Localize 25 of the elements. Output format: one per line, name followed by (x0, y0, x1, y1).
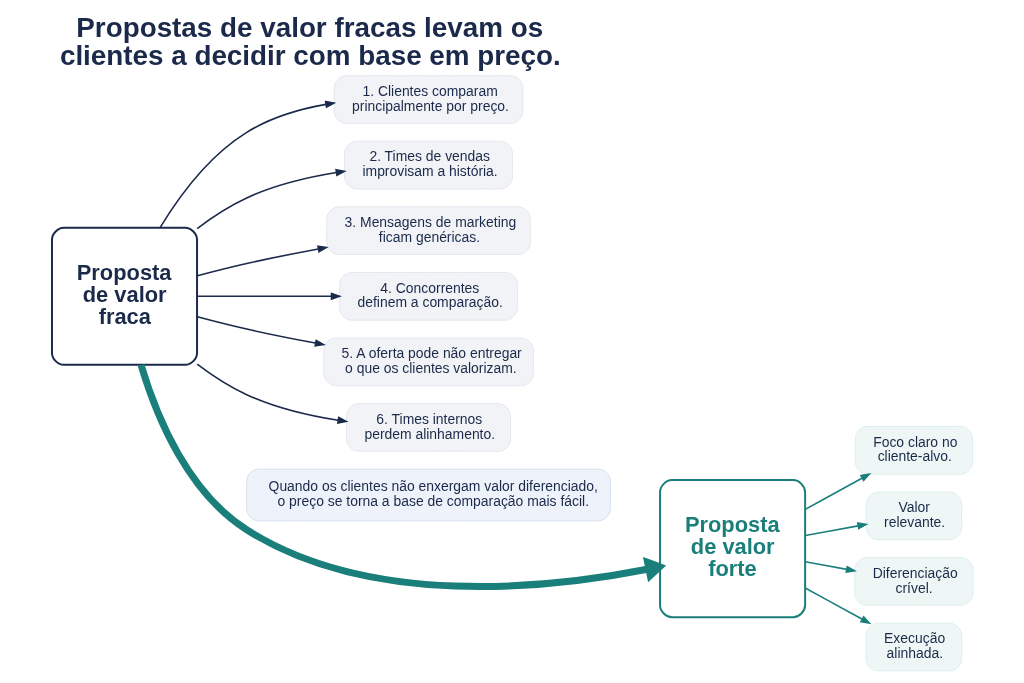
diagram-title: Propostas de valor fracas levam os clientes a decidir com base em preço. (59, 12, 561, 72)
node-box: 6. Times internos perdem alinhamento. (345, 403, 511, 452)
node-box: 4. Concorrentes definem a comparação. (338, 271, 518, 321)
arrow (803, 587, 871, 625)
arrow (195, 292, 342, 301)
arrow (803, 473, 871, 511)
node-box: Diferenciação crível. (853, 557, 974, 606)
arrow (196, 316, 326, 347)
node-box: 3. Mensagens de marketing ficam genéricas. (325, 206, 531, 256)
arrow (195, 363, 349, 425)
arrow (803, 560, 857, 574)
node-box: Proposta de valor fraca (50, 226, 198, 366)
node-box: Quando os clientes não enxergam valor diferenciado, o preço se torna a base de comparação mais fácil. (245, 468, 611, 522)
arrow (803, 522, 868, 537)
arrow (137, 363, 666, 590)
arrow (158, 100, 336, 229)
node-box: 1. Clientes comparam principalmente por preço. (333, 75, 523, 124)
node-box: 2. Times de vendas improvisam a história. (343, 140, 513, 190)
node-box: Execução alinhada. (865, 622, 962, 672)
node-box: Proposta de valor forte (658, 479, 806, 619)
arrow (195, 168, 347, 230)
node-box: Foco claro no cliente-alvo. (854, 425, 973, 475)
arrow (196, 245, 329, 277)
node-box: 5. A oferta pode não entregar o que os clientes valorizam. (322, 337, 534, 387)
node-box: Valor relevante. (865, 491, 962, 541)
